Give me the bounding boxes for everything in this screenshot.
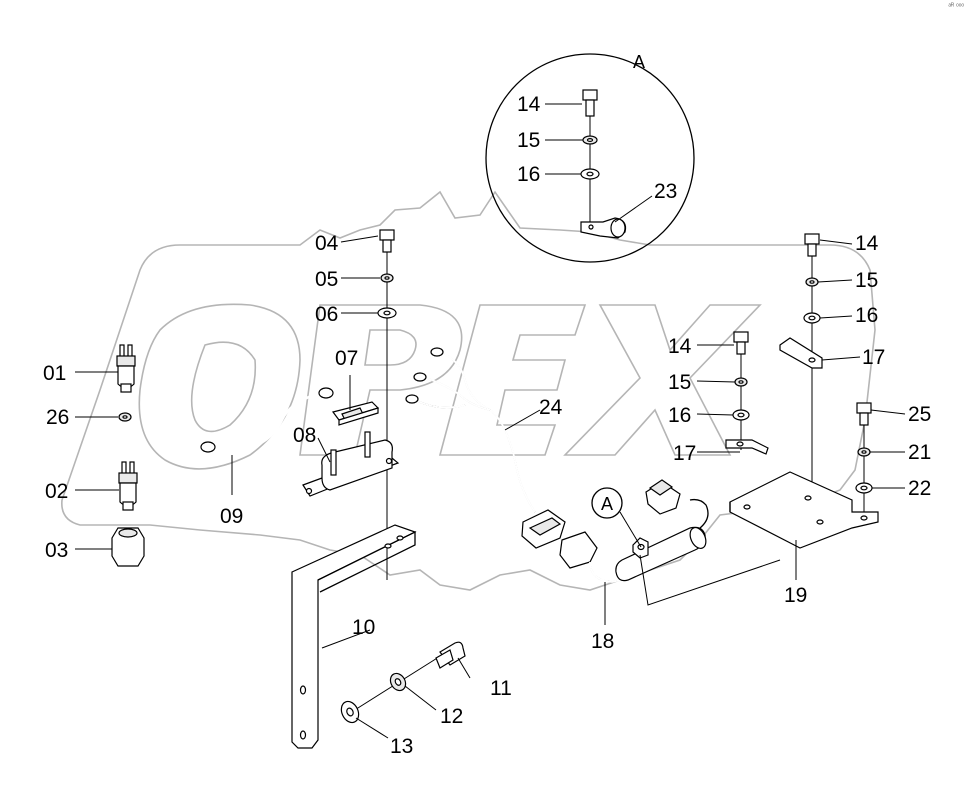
bolt-11 xyxy=(349,641,466,714)
callout-01: 01 xyxy=(43,362,66,385)
callout-14-right: 14 xyxy=(855,232,879,255)
callout-11: 11 xyxy=(490,677,512,700)
callout-04: 04 xyxy=(315,232,339,255)
callout-06: 06 xyxy=(315,303,338,326)
hardware-stack-right xyxy=(779,233,823,500)
callout-14: 14 xyxy=(517,93,541,116)
washer-26 xyxy=(118,412,132,422)
washer-12 xyxy=(389,672,407,692)
callout-16-middle: 16 xyxy=(668,404,691,427)
callout-15-right: 15 xyxy=(855,269,878,292)
part-07 xyxy=(331,401,380,426)
callout-17-middle: 17 xyxy=(673,442,696,465)
callout-13: 13 xyxy=(390,735,413,758)
callout-02: 02 xyxy=(45,480,68,503)
switch-01 xyxy=(116,344,136,393)
cable-18 xyxy=(559,479,709,583)
callout-21: 21 xyxy=(908,441,931,464)
hardware-stack-left xyxy=(377,229,397,580)
callout-17-right: 17 xyxy=(862,346,885,369)
callout-12: 12 xyxy=(440,705,463,728)
callout-07: 07 xyxy=(335,347,358,370)
callout-08: 08 xyxy=(293,424,316,447)
detail-letter-a: A xyxy=(633,52,645,72)
callout-10: 10 xyxy=(352,616,375,639)
switch-02 xyxy=(118,461,138,511)
callout-03: 03 xyxy=(45,539,68,562)
detail-ref-marker xyxy=(591,487,781,606)
cable-09 xyxy=(200,387,334,453)
callout-14-middle: 14 xyxy=(668,335,692,358)
hardware-stack-far-right xyxy=(855,402,873,520)
callout-26: 26 xyxy=(46,406,69,429)
callout-15-middle: 15 xyxy=(668,371,691,394)
callout-09: 09 xyxy=(220,505,243,528)
callout-15: 15 xyxy=(517,129,540,152)
corner-mark: ᵃᴿ ᵒᵒᵒ xyxy=(948,3,964,10)
detail-view-a xyxy=(485,53,695,263)
adapter-03 xyxy=(111,527,145,567)
callout-05: 05 xyxy=(315,268,338,291)
callout-16-right: 16 xyxy=(855,304,878,327)
harness-24 xyxy=(405,347,566,549)
callout-25: 25 xyxy=(908,403,931,426)
part-08 xyxy=(302,431,400,497)
callout-19: 19 xyxy=(784,584,807,607)
leader-lines xyxy=(75,103,906,739)
callout-23: 23 xyxy=(654,180,677,203)
watermark-logo xyxy=(61,190,876,591)
washer-13 xyxy=(340,700,360,724)
plate-19 xyxy=(729,471,879,549)
callout-22: 22 xyxy=(908,477,931,500)
hardware-stack-middle xyxy=(725,331,769,455)
detail-ref-letter: A xyxy=(601,494,613,514)
callout-24: 24 xyxy=(539,396,563,419)
callout-18: 18 xyxy=(591,630,614,653)
callout-labels: A A 14 15 16 23 04 05 06 07 08 09 01 26 … xyxy=(43,52,931,758)
bracket-10 xyxy=(291,524,417,749)
callout-16: 16 xyxy=(517,163,540,186)
